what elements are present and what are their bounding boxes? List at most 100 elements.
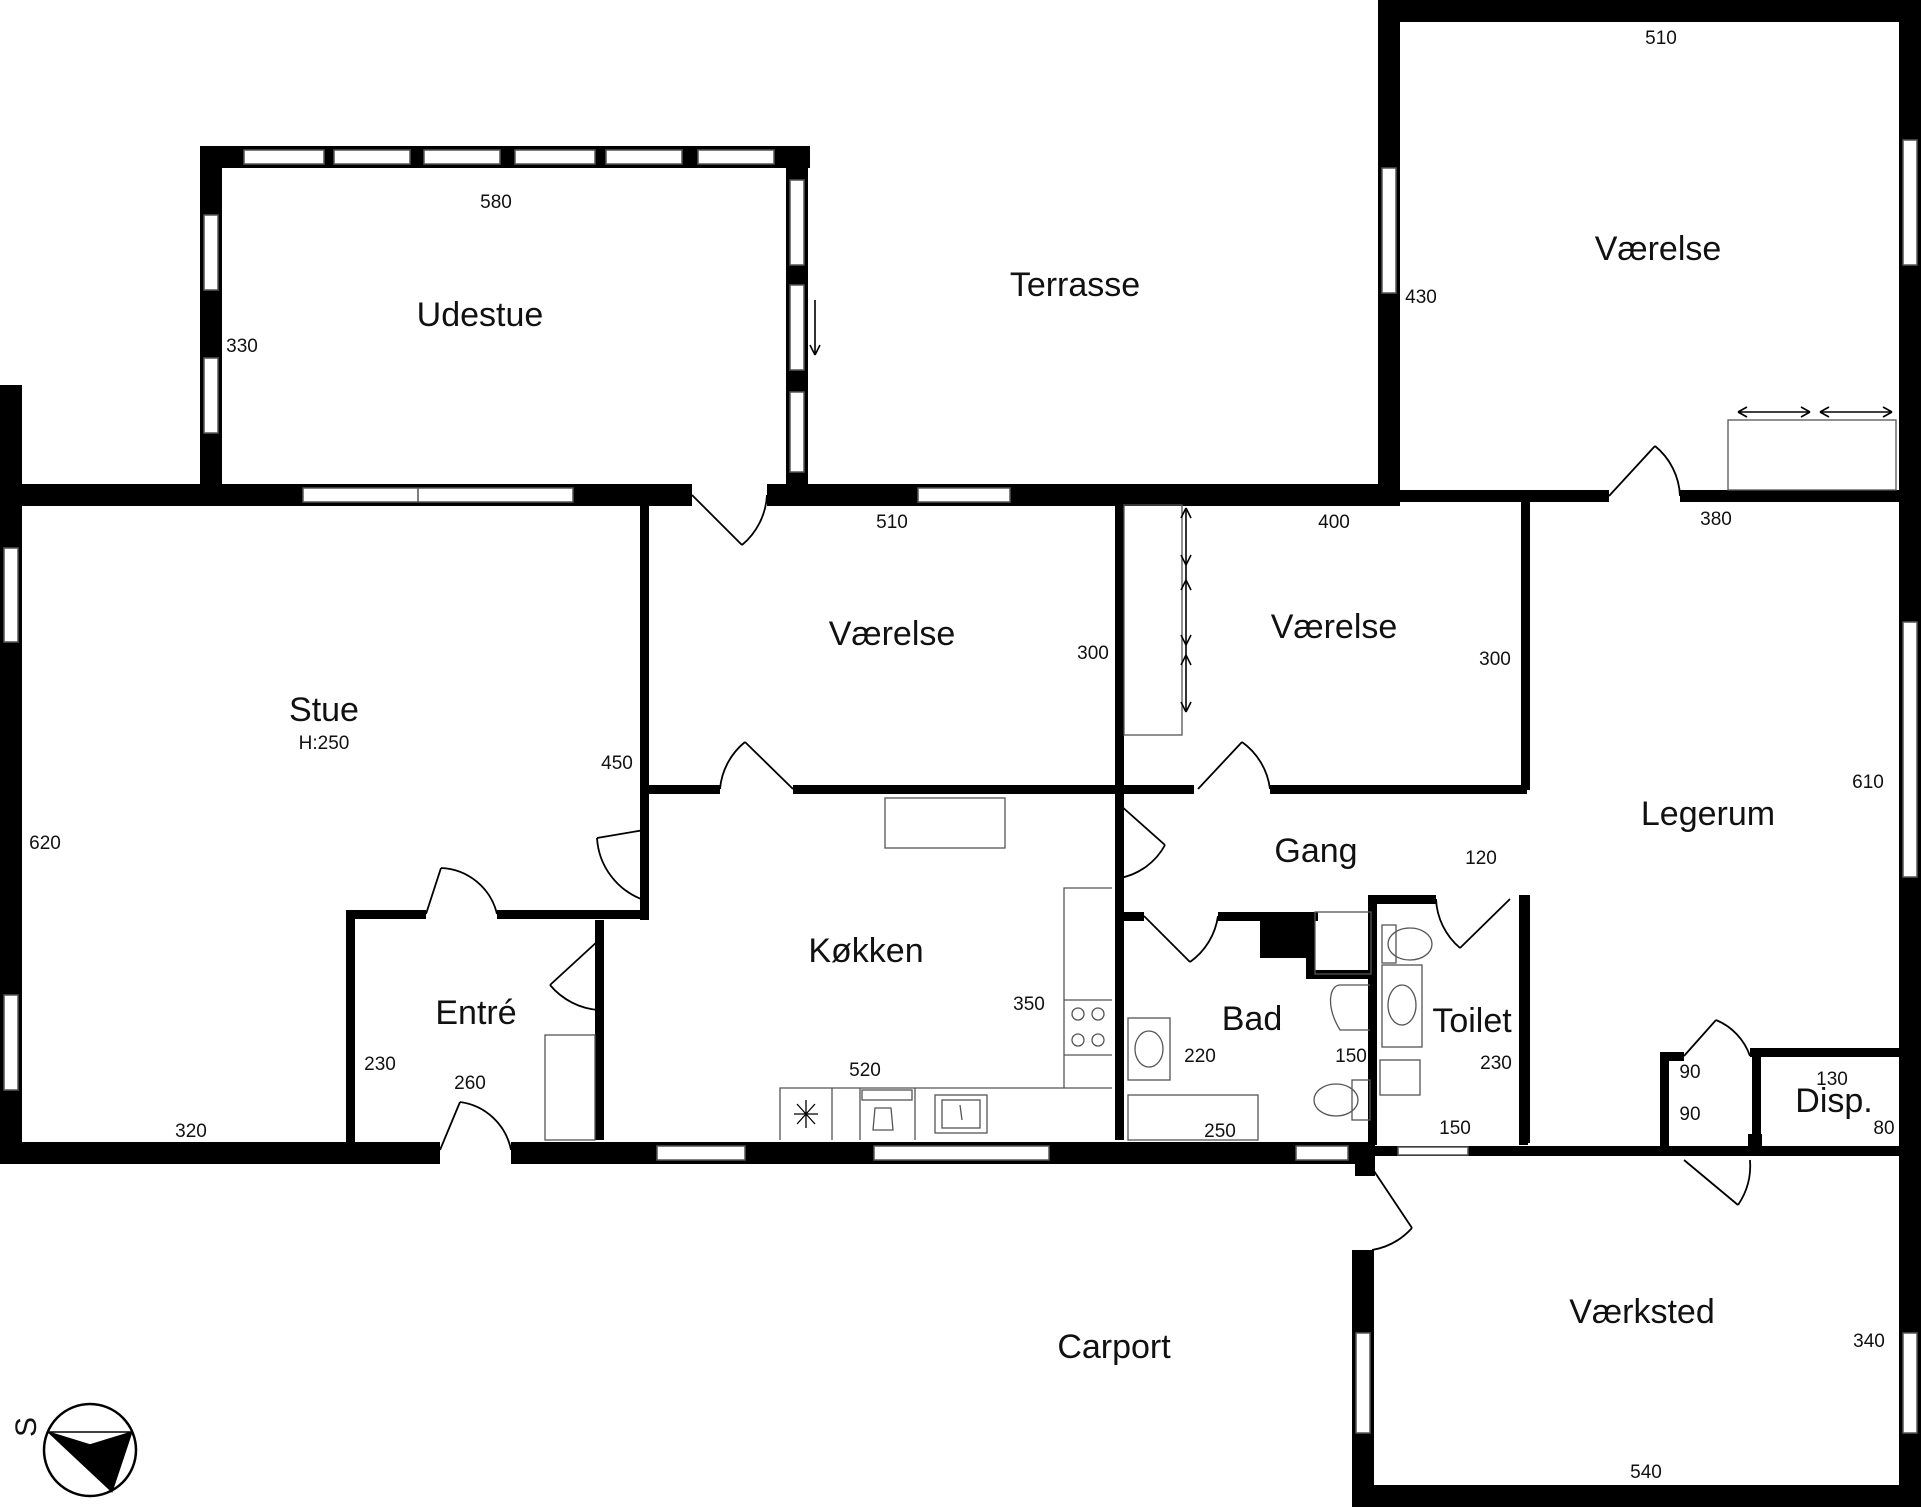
doors <box>425 445 1752 1251</box>
wall <box>1521 500 1530 790</box>
wardrobe-arrows <box>1180 507 1192 713</box>
wardrobe-vaerelse-right <box>1123 504 1183 736</box>
sliding-arrows <box>1737 406 1893 418</box>
window <box>789 179 805 266</box>
door-toilet <box>1435 898 1511 949</box>
dim-vaerelse-mid-h: 300 <box>1077 643 1109 664</box>
dim-vaerksted-w: 540 <box>1630 1462 1662 1483</box>
toilet-wc-icon <box>1381 924 1433 964</box>
dim-toilet-h: 230 <box>1480 1053 1512 1074</box>
dim-koekken-w: 520 <box>849 1060 881 1081</box>
dim-disp-h: 80 <box>1873 1118 1894 1139</box>
dim-bad-w: 250 <box>1204 1121 1236 1142</box>
window <box>789 284 805 371</box>
freezer-icon <box>794 1100 818 1128</box>
wardrobe-vaerelse-ne <box>1727 419 1897 491</box>
dim-legerum-h: 610 <box>1852 772 1884 793</box>
wall <box>346 910 355 1142</box>
dim-stue-inner: 450 <box>601 753 633 774</box>
wall <box>1270 785 1527 794</box>
wall <box>640 785 720 794</box>
wall <box>767 484 1397 506</box>
room-label-vaerelse-right: Værelse <box>1271 608 1398 646</box>
wall <box>1355 1142 1375 1176</box>
window <box>1397 1146 1469 1156</box>
window <box>1902 621 1918 878</box>
wall <box>1397 490 1609 502</box>
wall <box>1306 912 1315 978</box>
room-label-legerum: Legerum <box>1641 795 1775 833</box>
dim-disp-w: 130 <box>1816 1069 1848 1090</box>
wall <box>1375 1146 1920 1156</box>
wall <box>346 910 426 919</box>
dim-legerum-top: 380 <box>1700 509 1732 530</box>
dim-vaerelse-ne-w: 510 <box>1645 28 1677 49</box>
dim-disp-a: 90 <box>1679 1062 1700 1083</box>
door-vaerelse-mid <box>719 741 794 790</box>
bad-niche <box>1314 911 1372 975</box>
dim-udestue-h: 330 <box>226 336 258 357</box>
entre-cabinet <box>544 1034 596 1141</box>
door-vaerksted <box>1683 1159 1752 1206</box>
room-label-stue: Stue <box>289 691 359 729</box>
dim-bad-inner: 150 <box>1335 1046 1367 1067</box>
wall <box>793 785 1120 794</box>
room-label-disp: Disp. <box>1795 1082 1872 1120</box>
sink-icon <box>934 1094 988 1134</box>
window <box>873 1145 1050 1161</box>
dim-gang-w: 120 <box>1465 848 1497 869</box>
door-stue-koekken <box>596 829 645 901</box>
window <box>3 994 19 1091</box>
dim-bad-h: 220 <box>1184 1046 1216 1067</box>
dim-vaerelse-right-h: 300 <box>1479 649 1511 670</box>
dimension-labels: 580 330 510 430 380 510 300 400 300 620 … <box>29 28 1894 1483</box>
wall <box>1124 785 1194 794</box>
fixtures <box>544 300 1897 1141</box>
dim-vaerelse-mid-w: 510 <box>876 512 908 533</box>
room-label-koekken: Køkken <box>808 932 923 970</box>
window <box>697 149 775 165</box>
wall <box>1260 918 1310 958</box>
wall <box>1218 912 1318 921</box>
window <box>3 547 19 643</box>
dim-entre-w: 260 <box>454 1073 486 1094</box>
dim-entre-h: 230 <box>364 1054 396 1075</box>
window <box>203 214 219 291</box>
dim-vaerksted-h: 340 <box>1853 1331 1885 1352</box>
wall <box>1660 1052 1684 1061</box>
window <box>333 149 411 165</box>
wall <box>1376 895 1436 904</box>
window <box>243 149 325 165</box>
wall <box>1752 1048 1761 1148</box>
door-entre-koekken <box>549 939 600 1011</box>
wall <box>640 900 649 920</box>
dim-stue-w: 320 <box>175 1121 207 1142</box>
bad-shower <box>1127 1094 1259 1141</box>
door-vaerelse-right <box>1197 741 1271 790</box>
window <box>789 391 805 473</box>
window <box>302 487 574 503</box>
toilet-cabinet <box>1379 1059 1421 1096</box>
window <box>1295 1145 1349 1161</box>
wall <box>1748 1134 1762 1148</box>
wall <box>1750 1048 1910 1057</box>
wall <box>1352 1485 1921 1507</box>
dim-koekken-h: 350 <box>1013 994 1045 1015</box>
room-height-stue: H:250 <box>299 733 350 754</box>
wall <box>640 500 649 910</box>
room-label-entre: Entré <box>435 994 516 1032</box>
window <box>1381 167 1397 294</box>
wall <box>497 910 649 919</box>
window <box>514 149 596 165</box>
room-label-udestue: Udestue <box>417 296 544 334</box>
wall <box>0 385 22 495</box>
door-carport <box>1371 1167 1413 1251</box>
room-label-carport: Carport <box>1057 1328 1171 1366</box>
windows <box>3 139 1918 1434</box>
wall <box>1115 500 1124 1140</box>
door-legerum-ne <box>1608 445 1681 497</box>
bad-washbasin-icon <box>1329 984 1370 1031</box>
window <box>917 487 1011 503</box>
stove-icon <box>1071 1007 1105 1047</box>
